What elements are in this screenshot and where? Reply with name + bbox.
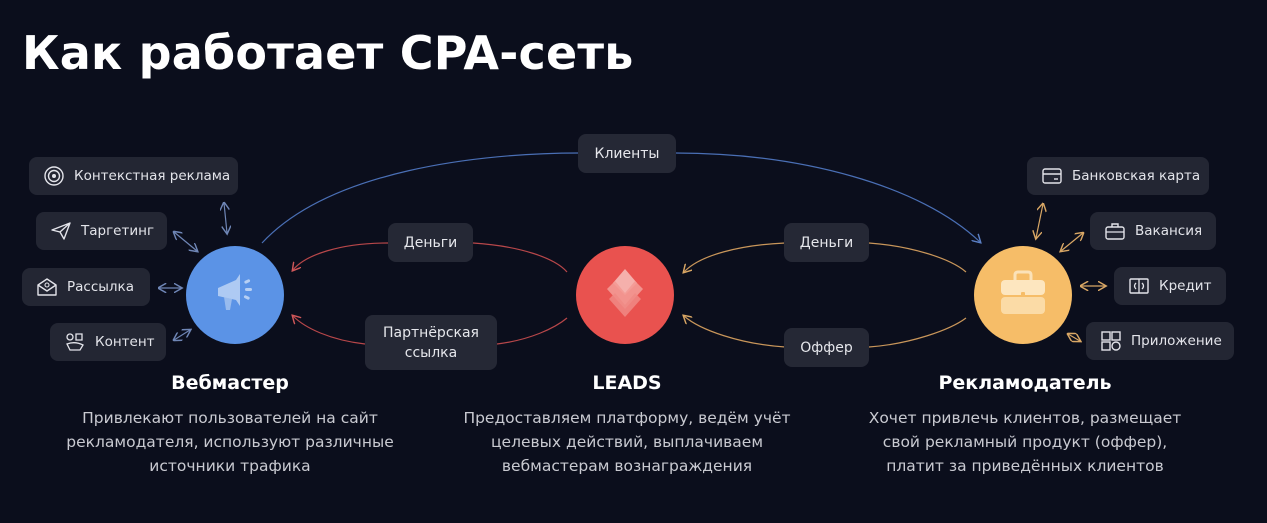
money-left-flow-label: Деньги: [388, 223, 473, 262]
money-icon: [1128, 275, 1150, 297]
partner-link-flow-label: Партнёрская ссылка: [365, 315, 497, 370]
product-chip-app: Приложение: [1086, 322, 1234, 360]
product-chip-bank-card: Банковская карта: [1027, 157, 1209, 195]
advertiser-description: Хочет привлечь клиентов, размещает свой …: [868, 409, 1182, 475]
leads-title: LEADS: [592, 372, 662, 394]
offer-flow-label: Оффер: [784, 328, 869, 367]
product-chip-vacancy: Вакансия: [1090, 212, 1216, 250]
apps-grid-icon: [1100, 330, 1122, 352]
source-chip-targeting: Таргетинг: [36, 212, 167, 250]
paper-plane-icon: [50, 220, 72, 242]
webmaster-title: Вебмастер: [171, 372, 289, 394]
product-chip-credit: Кредит: [1114, 267, 1226, 305]
leads-logo-icon: [603, 267, 647, 324]
source-chip-mailing: Рассылка: [22, 268, 150, 306]
clients-flow-label: Клиенты: [578, 134, 676, 173]
advertiser-circle: [974, 246, 1072, 344]
advertiser-title: Рекламодатель: [938, 372, 1112, 394]
leads-circle: [576, 246, 674, 344]
megaphone-icon: [210, 268, 260, 323]
page-title: Как работает CPA-сеть: [22, 26, 634, 80]
content-icon: [64, 331, 86, 353]
source-chip-context-ads: Контекстная реклама: [29, 157, 238, 195]
toolbox-icon: [1104, 220, 1126, 242]
webmaster-circle: [186, 246, 284, 344]
briefcase-icon: [998, 270, 1048, 321]
credit-card-icon: [1041, 165, 1063, 187]
webmaster-description: Привлекают пользователей на сайт рекламо…: [66, 409, 394, 475]
email-icon: [36, 276, 58, 298]
source-chip-content: Контент: [50, 323, 166, 361]
money-right-flow-label: Деньги: [784, 223, 869, 262]
target-icon: [43, 165, 65, 187]
leads-description: Предоставляем платформу, ведём учёт целе…: [463, 409, 791, 475]
